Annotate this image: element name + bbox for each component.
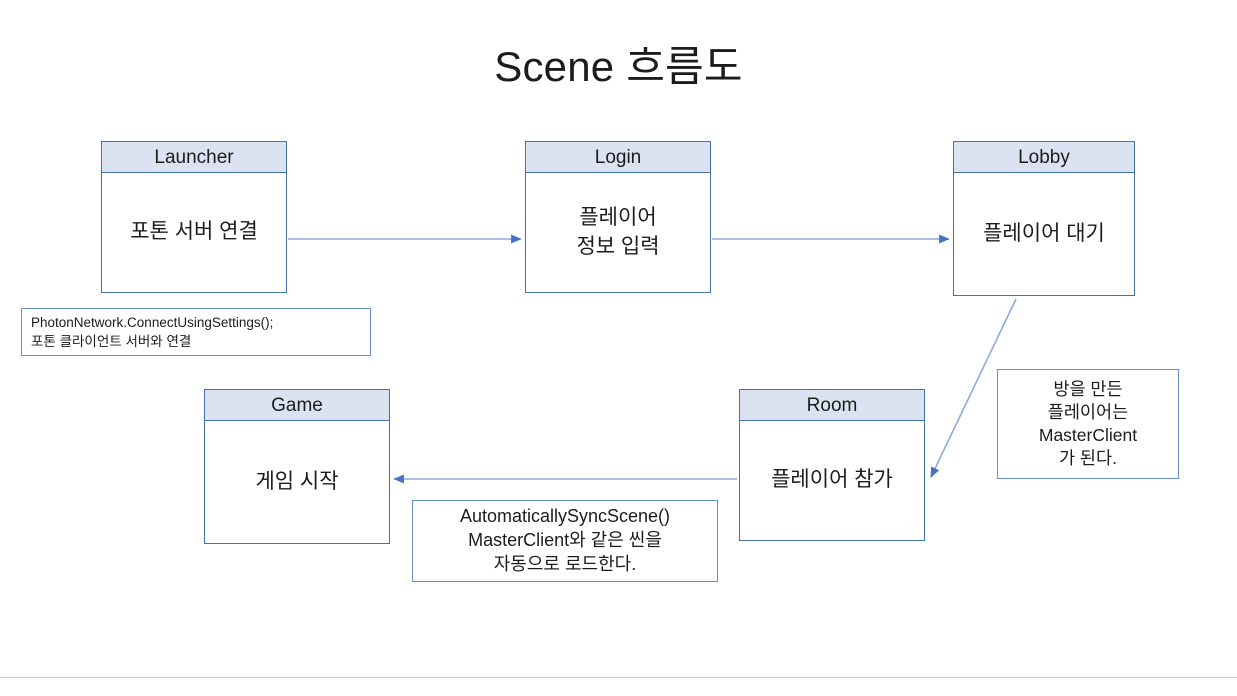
- scene-node-room[interactable]: Room 플레이어 참가: [739, 389, 925, 541]
- scene-node-lobby-title: Lobby: [954, 142, 1134, 173]
- scene-node-login[interactable]: Login 플레이어 정보 입력: [525, 141, 711, 293]
- page-title: Scene 흐름도: [494, 43, 743, 90]
- scene-node-launcher[interactable]: Launcher 포톤 서버 연결: [101, 141, 287, 293]
- scene-node-launcher-body: 포톤 서버 연결: [130, 220, 258, 244]
- scene-node-lobby-body: 플레이어 대기: [983, 221, 1105, 245]
- scene-node-lobby[interactable]: Lobby 플레이어 대기: [953, 141, 1135, 296]
- scene-node-game-title: Game: [205, 390, 389, 421]
- scene-node-login-title: Login: [526, 142, 710, 173]
- scene-node-launcher-title: Launcher: [102, 142, 286, 173]
- scene-node-game[interactable]: Game 게임 시작: [204, 389, 390, 544]
- footer-divider: [0, 677, 1237, 678]
- scene-node-login-body: 플레이어 정보 입력: [576, 206, 660, 258]
- annotation-automatically-sync-scene: AutomaticallySyncScene() MasterClient와 같…: [412, 500, 718, 582]
- scene-node-room-body: 플레이어 참가: [771, 468, 893, 492]
- scene-node-room-title: Room: [740, 390, 924, 421]
- scene-node-game-body: 게임 시작: [255, 469, 339, 493]
- annotation-photon-connect: PhotonNetwork.ConnectUsingSettings(); 포톤…: [21, 308, 371, 356]
- annotation-masterclient: 방을 만든 플레이어는 MasterClient 가 된다.: [997, 369, 1179, 479]
